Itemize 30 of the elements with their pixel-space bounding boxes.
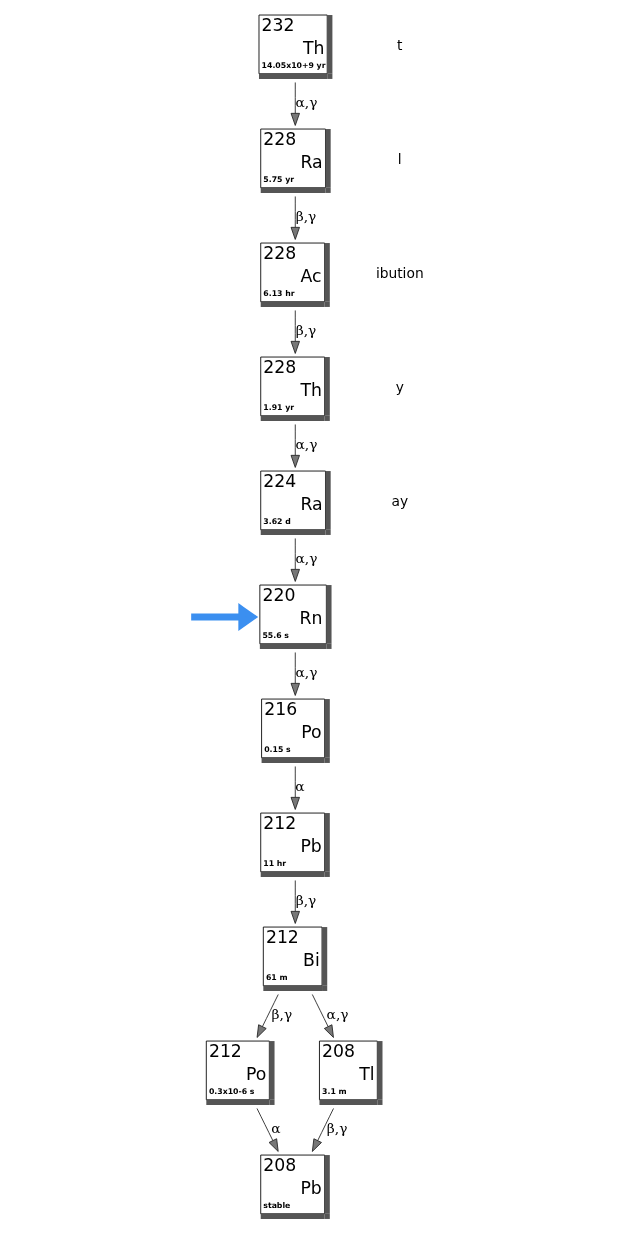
edge-label: α,γ bbox=[295, 436, 317, 453]
arrow bbox=[256, 1108, 279, 1152]
edge-label: β,γ bbox=[271, 1006, 292, 1023]
edge-label: α bbox=[270, 1120, 280, 1137]
label: l bbox=[397, 151, 402, 168]
arrow bbox=[256, 994, 279, 1038]
edge-label: β,γ bbox=[295, 208, 316, 225]
label: ay bbox=[390, 493, 408, 510]
edge-label: α,γ bbox=[295, 550, 317, 567]
arrow bbox=[290, 538, 300, 582]
arrow bbox=[190, 603, 258, 631]
edge-label: α bbox=[294, 778, 305, 795]
label: t bbox=[396, 37, 402, 54]
arrow bbox=[311, 994, 334, 1038]
arrow bbox=[290, 82, 300, 126]
arrow bbox=[290, 652, 300, 696]
edge-label: β,γ bbox=[326, 1120, 347, 1137]
edge-label: α,γ bbox=[326, 1006, 349, 1023]
arrow bbox=[311, 1108, 334, 1152]
arrow bbox=[290, 424, 300, 468]
arrow bbox=[290, 196, 300, 240]
edge-label: α,γ bbox=[295, 94, 317, 111]
label: y bbox=[395, 379, 404, 396]
edge-label: β,γ bbox=[295, 892, 316, 909]
label: ibution bbox=[375, 265, 424, 282]
edge-label: β,γ bbox=[295, 322, 316, 339]
arrow bbox=[290, 766, 300, 810]
edge-label: α,γ bbox=[295, 664, 317, 681]
arrow bbox=[290, 310, 300, 354]
arrow bbox=[290, 880, 300, 924]
